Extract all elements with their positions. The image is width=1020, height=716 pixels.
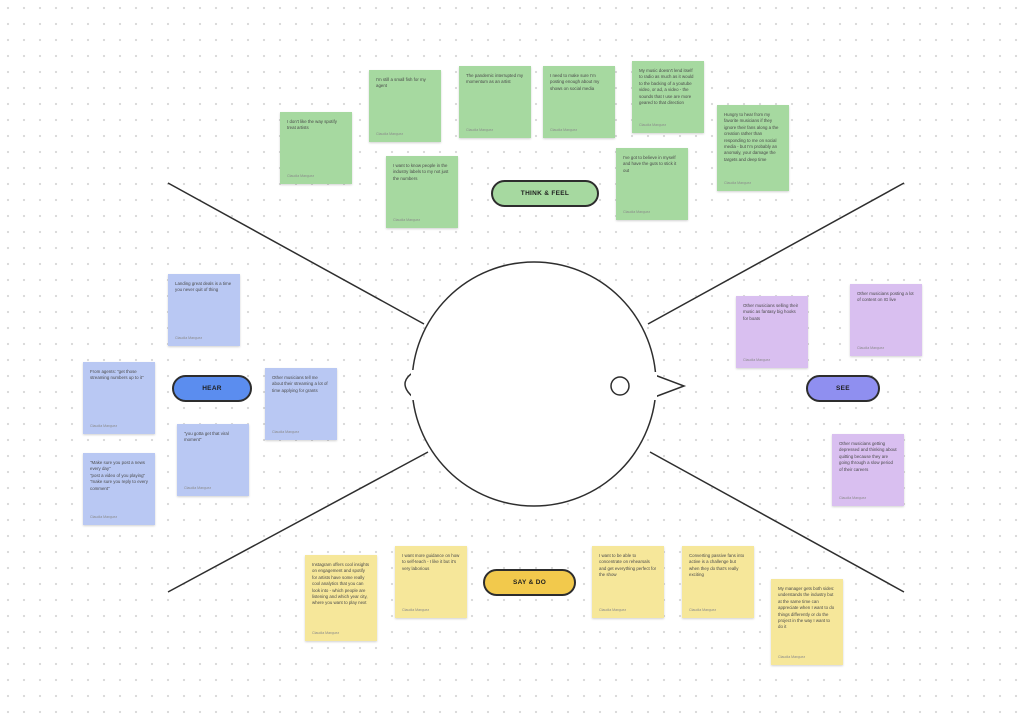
sticky-note[interactable]: I don't like the way spotify treat artis… (280, 112, 352, 184)
sticky-note-author: Claudia Marquez (312, 631, 340, 635)
sticky-note-author: Claudia Marquez (287, 174, 315, 178)
divider-line-top-right (647, 182, 905, 325)
sticky-note[interactable]: Instagram offers cool insights on engage… (305, 555, 377, 641)
sticky-note-text: My manager gets both sides: understands … (778, 586, 835, 630)
sticky-note-text: I need to make sure I'm posting enough a… (550, 73, 600, 91)
sticky-note[interactable]: I want more guidance on how to self-teac… (395, 546, 467, 618)
sticky-note-author: Claudia Marquez (90, 424, 118, 428)
sticky-note[interactable]: I need to make sure I'm posting enough a… (543, 66, 615, 138)
sticky-note-author: Claudia Marquez (599, 608, 627, 612)
divider-line-bottom-left (167, 451, 429, 593)
head-outline (404, 261, 687, 507)
sticky-note-text: I'm still a small fish for my agent (376, 77, 426, 89)
divider-line-bottom-right (649, 451, 905, 593)
sticky-note-text: I want more guidance on how to self-teac… (402, 553, 460, 571)
sticky-note[interactable]: The pandemic interrupted my momentum as … (459, 66, 531, 138)
hear-label: HEAR (172, 375, 252, 402)
sticky-note-author: Claudia Marquez (839, 496, 867, 500)
sticky-note-author: Claudia Marquez (689, 608, 717, 612)
sticky-note-author: Claudia Marquez (175, 336, 203, 340)
sticky-note[interactable]: I've got to believe in myself and have t… (616, 148, 688, 220)
sticky-note-author: Claudia Marquez (623, 210, 651, 214)
sticky-note[interactable]: I'm still a small fish for my agent Clau… (369, 70, 441, 142)
sticky-note[interactable]: Landing great deals is a time you never … (168, 274, 240, 346)
sticky-note[interactable]: From agents: "get those streaming number… (83, 362, 155, 434)
sticky-note-text: Hungry to hear from my favorite musician… (724, 112, 779, 162)
sticky-note[interactable]: Other musicians selling their music as f… (736, 296, 808, 368)
sticky-note-text: From agents: "get those streaming number… (90, 369, 144, 381)
sticky-note-author: Claudia Marquez (376, 132, 404, 136)
sticky-note-text: I want to be able to concentrate on rehe… (599, 553, 657, 578)
sticky-note[interactable]: Other musicians tell me about their stre… (265, 368, 337, 440)
sticky-note-author: Claudia Marquez (466, 128, 494, 132)
sticky-note-author: Claudia Marquez (184, 486, 212, 490)
sticky-note-text: Converting passive fans into active is a… (689, 553, 745, 578)
sticky-note[interactable]: My music doesn't lend itself to radio as… (632, 61, 704, 133)
sticky-note-text: Other musicians posting a lot of content… (857, 291, 914, 303)
sticky-note-author: Claudia Marquez (724, 181, 752, 185)
sticky-note-text: I don't like the way spotify treat artis… (287, 119, 337, 131)
head-eye (610, 376, 630, 396)
think-feel-label: THINK & FEEL (491, 180, 599, 207)
sticky-note-text: Other musicians tell me about their stre… (272, 375, 328, 393)
sticky-note-author: Claudia Marquez (393, 218, 421, 222)
sticky-note[interactable]: Hungry to hear from my favorite musician… (717, 105, 789, 191)
sticky-note[interactable]: "Make sure you post a news every day" "p… (83, 453, 155, 525)
sticky-note[interactable]: Other musicians posting a lot of content… (850, 284, 922, 356)
sticky-note-text: The pandemic interrupted my momentum as … (466, 73, 524, 85)
sticky-note-text: Other musicians getting depressed and th… (839, 441, 897, 472)
sticky-note-text: "you gotta get that viral moment" (184, 431, 229, 443)
divider-line-top-left (167, 182, 425, 325)
sticky-note-text: I want to know people in the industry la… (393, 163, 449, 181)
see-label: SEE (806, 375, 880, 402)
sticky-note-author: Claudia Marquez (639, 123, 667, 127)
sticky-note[interactable]: I want to know people in the industry la… (386, 156, 458, 228)
sticky-note[interactable]: I want to be able to concentrate on rehe… (592, 546, 664, 618)
sticky-note[interactable]: Converting passive fans into active is a… (682, 546, 754, 618)
say-do-label: SAY & DO (483, 569, 576, 596)
sticky-note-text: "Make sure you post a news every day" "p… (90, 460, 148, 491)
sticky-note-text: Other musicians selling their music as f… (743, 303, 799, 321)
sticky-note[interactable]: "you gotta get that viral moment" Claudi… (177, 424, 249, 496)
sticky-note[interactable]: Other musicians getting depressed and th… (832, 434, 904, 506)
sticky-note-text: My music doesn't lend itself to radio as… (639, 68, 694, 105)
sticky-note-text: Landing great deals is a time you never … (175, 281, 232, 293)
sticky-note-author: Claudia Marquez (857, 346, 885, 350)
sticky-note-author: Claudia Marquez (550, 128, 578, 132)
sticky-note[interactable]: My manager gets both sides: understands … (771, 579, 843, 665)
sticky-note-author: Claudia Marquez (272, 430, 300, 434)
sticky-note-author: Claudia Marquez (90, 515, 118, 519)
sticky-note-author: Claudia Marquez (402, 608, 430, 612)
sticky-note-author: Claudia Marquez (778, 655, 806, 659)
sticky-note-text: I've got to believe in myself and have t… (623, 155, 677, 173)
sticky-note-text: Instagram offers cool insights on engage… (312, 562, 370, 606)
sticky-note-author: Claudia Marquez (743, 358, 771, 362)
